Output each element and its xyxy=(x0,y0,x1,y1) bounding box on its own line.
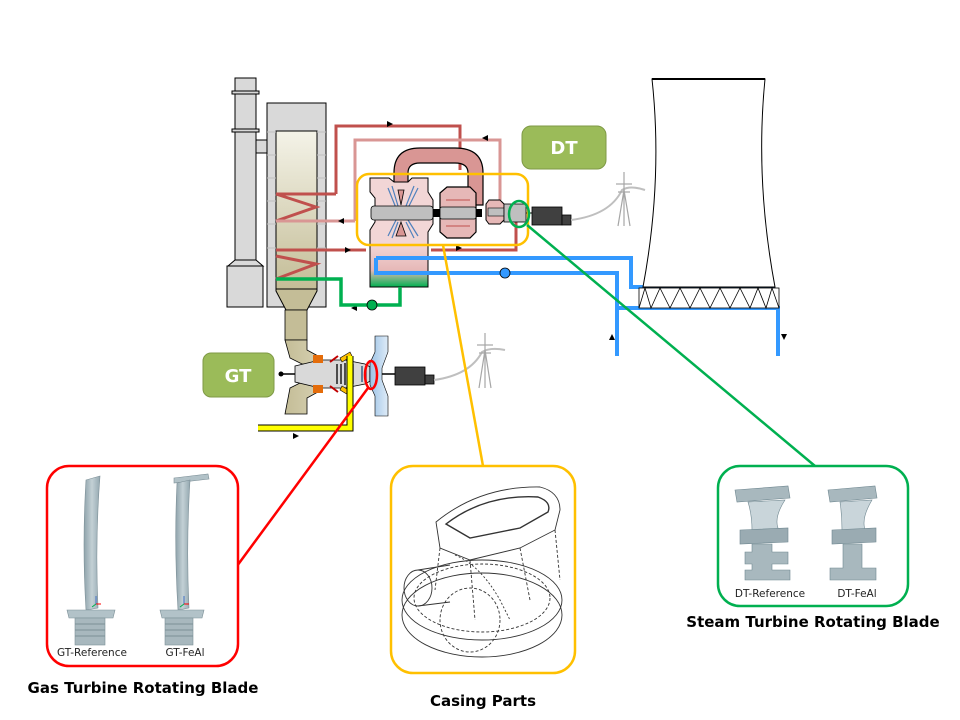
gt-feal-label: GT-FeAl xyxy=(165,647,204,659)
dt-reference-blade-image xyxy=(734,485,791,581)
cooling-tower xyxy=(638,78,780,310)
gas-turbine-blade-callout: GT-Reference GT-FeAl xyxy=(45,464,240,668)
condensate-pump xyxy=(366,299,378,311)
cooling-water-pump xyxy=(499,267,511,279)
dt-feal-label: DT-FeAl xyxy=(837,588,876,600)
gt-generator xyxy=(394,366,435,386)
gt-power-pylon-icon xyxy=(477,333,493,389)
gt-power-cable xyxy=(433,347,506,381)
steam-turbine-blade-caption: Steam Turbine Rotating Blade xyxy=(686,613,939,631)
dt-power-cable xyxy=(570,186,646,221)
dt-generator xyxy=(531,206,572,226)
steam-blade-highlight xyxy=(507,199,531,229)
gt-reference-label: GT-Reference xyxy=(57,647,127,659)
dt-badge-label: DT xyxy=(550,138,578,159)
gas-blade-leader-line xyxy=(235,387,370,567)
dt-reference-label: DT-Reference xyxy=(735,588,805,600)
casing-leader-line xyxy=(441,244,485,467)
dt-feal-blade-image xyxy=(827,485,878,581)
steam-turbine xyxy=(369,147,533,288)
dt-power-pylon-icon xyxy=(616,172,632,227)
gt-badge-label: GT xyxy=(225,366,252,387)
steam-blade-leader-line xyxy=(526,224,816,467)
gt-reference-blade-image xyxy=(66,475,116,646)
gt-feal-blade-image xyxy=(159,473,210,646)
gas-turbine xyxy=(258,335,395,432)
dt-badge: DT xyxy=(521,125,607,170)
steam-turbine-blade-callout: DT-Reference DT-FeAl xyxy=(716,464,910,608)
casing-parts-caption: Casing Parts xyxy=(430,692,536,710)
condensate-line xyxy=(276,277,402,307)
casing-wireframe-image xyxy=(401,486,563,658)
exhaust-stack xyxy=(226,77,268,308)
gas-turbine-blade-caption: Gas Turbine Rotating Blade xyxy=(28,679,259,697)
gas-blade-highlight xyxy=(363,359,379,391)
casing-parts-callout xyxy=(389,464,577,675)
gt-badge: GT xyxy=(202,352,275,398)
